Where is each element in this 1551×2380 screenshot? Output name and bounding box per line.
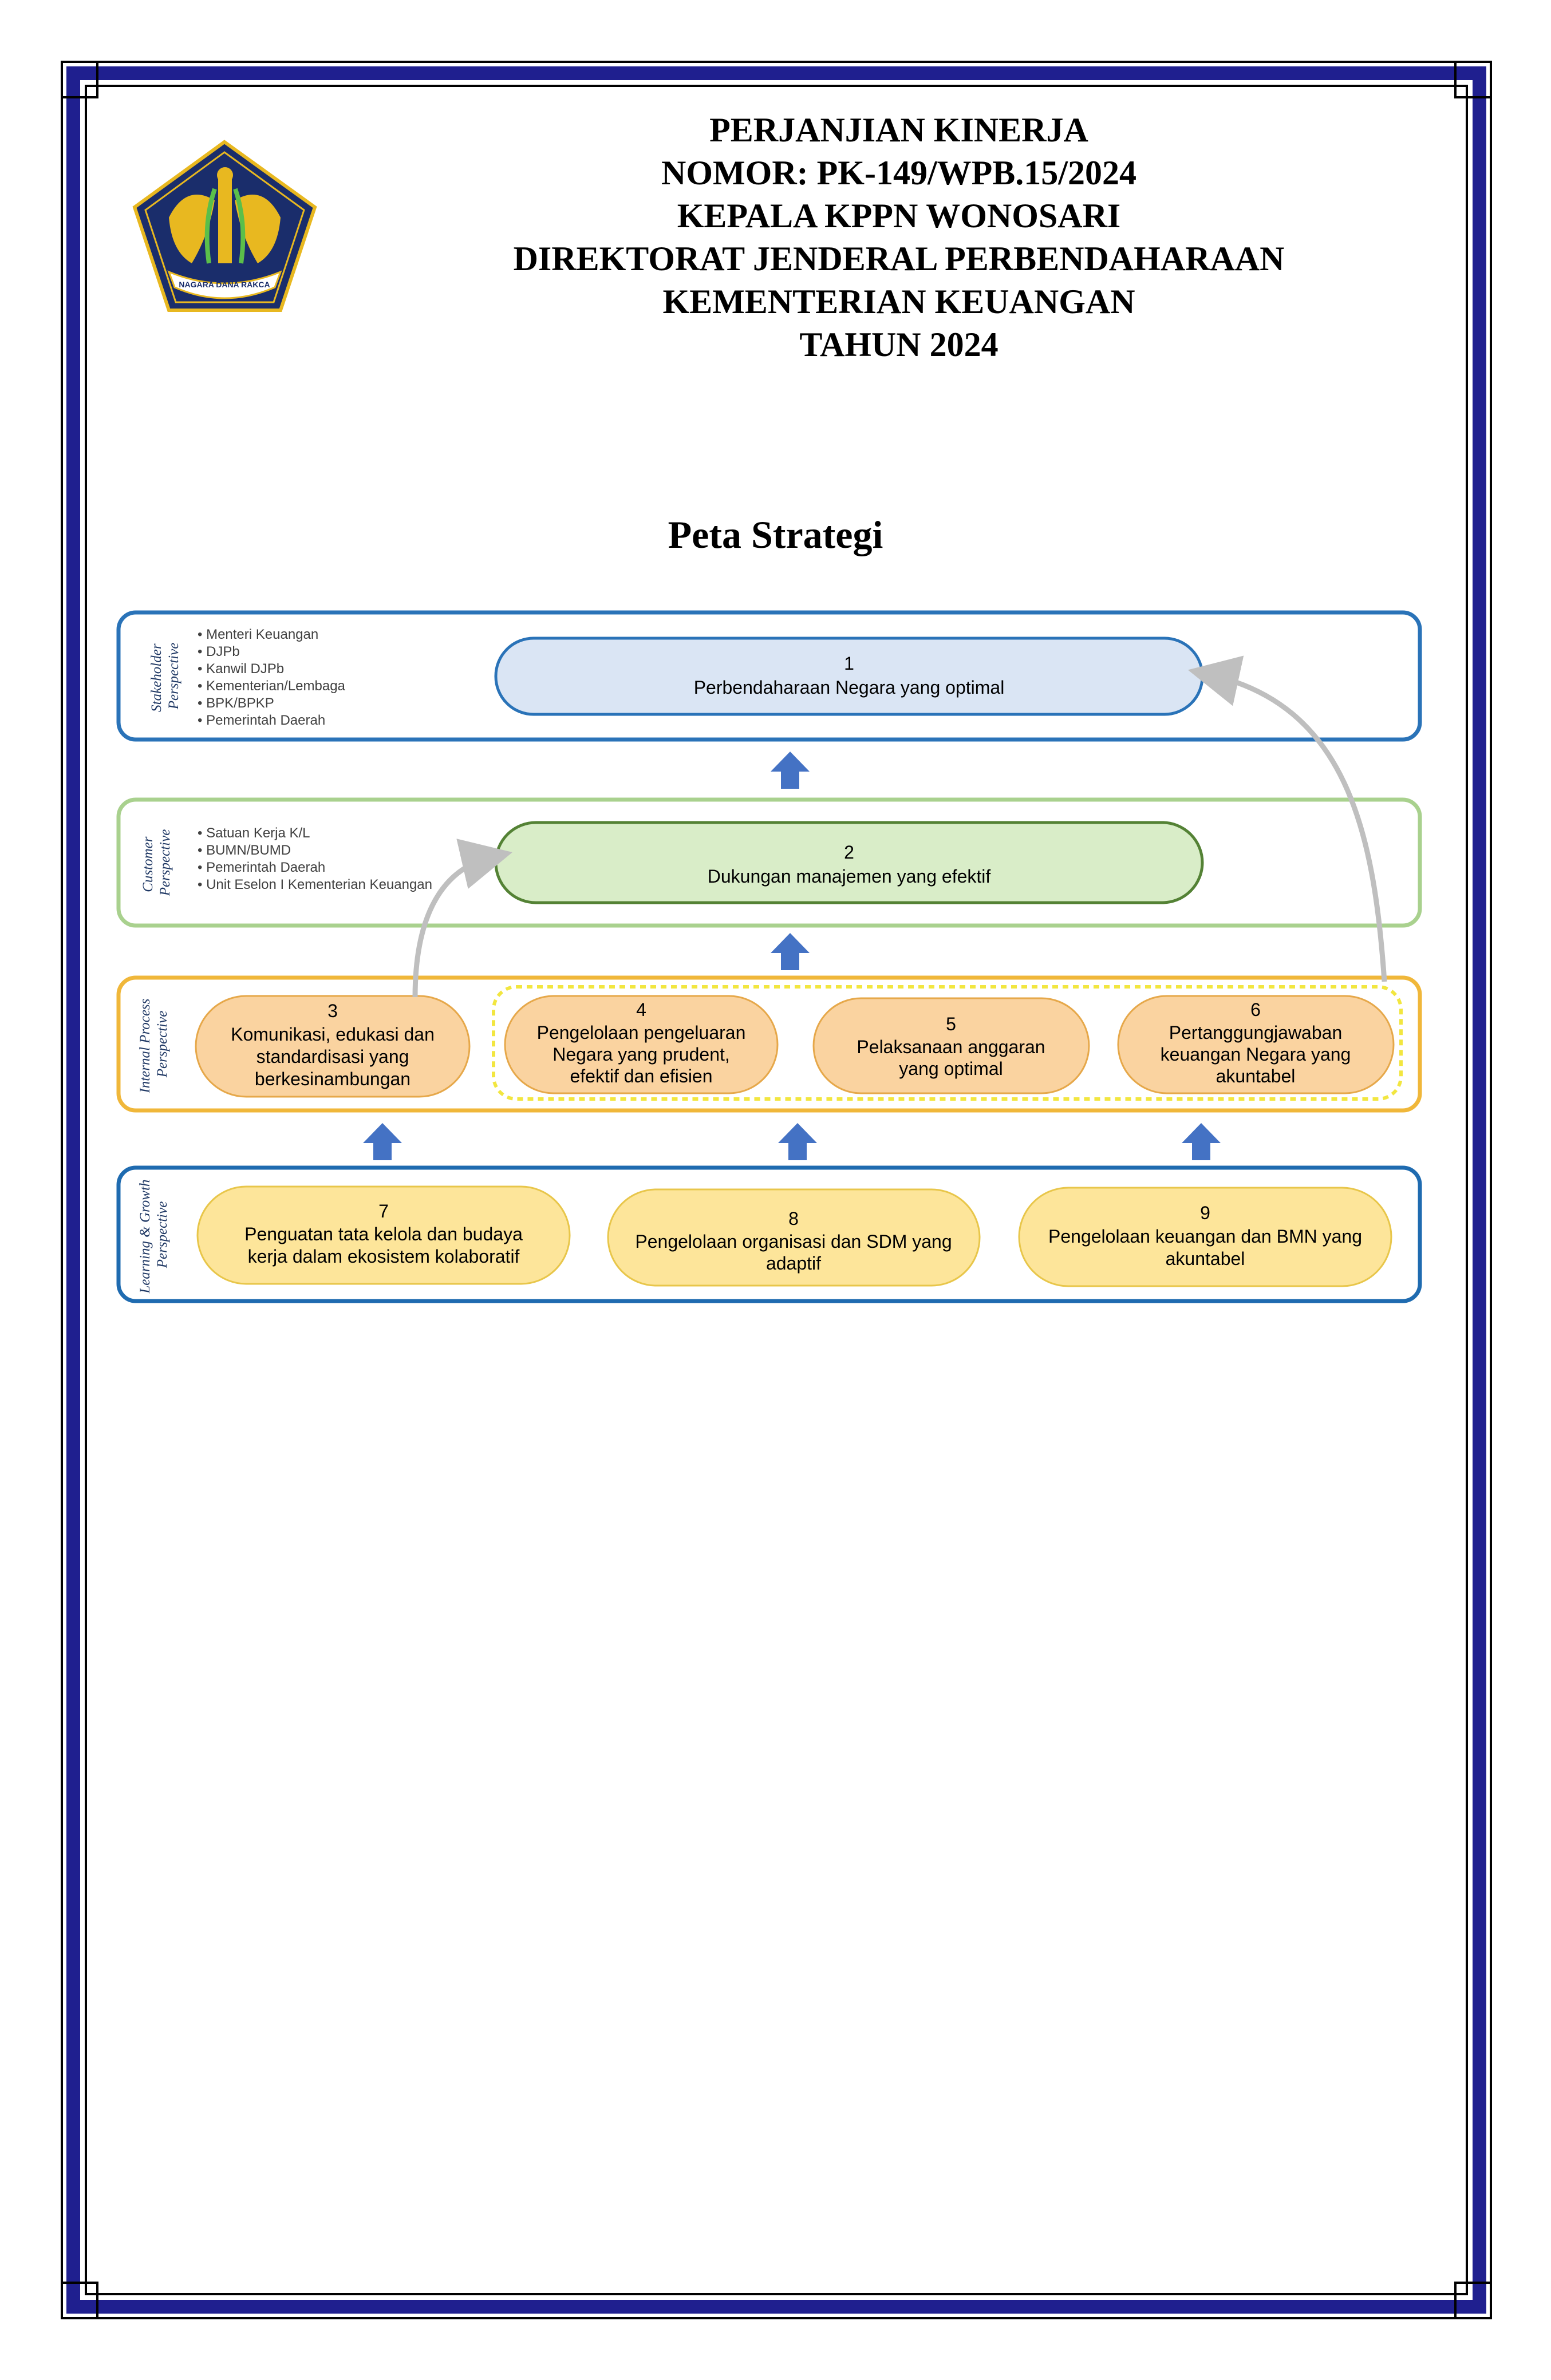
objective-4-box bbox=[504, 995, 779, 1094]
svg-text:Pengelolaan pengeluaran: Pengelolaan pengeluaran bbox=[537, 1022, 746, 1043]
perspective-label-internal-process: Internal Process Perspective bbox=[137, 995, 170, 1093]
list-item: • BPK/BPKP bbox=[198, 695, 274, 711]
curved-arrow-3-to-2 bbox=[412, 839, 513, 998]
svg-text:kerja dalam ekosistem kolabora: kerja dalam ekosistem kolaboratif bbox=[248, 1246, 520, 1267]
svg-text:efektif dan efisien: efektif dan efisien bbox=[570, 1066, 712, 1086]
svg-text:akuntabel: akuntabel bbox=[1216, 1066, 1296, 1086]
svg-text:standardisasi yang: standardisasi yang bbox=[256, 1046, 409, 1067]
objective-5-box bbox=[812, 997, 1090, 1094]
list-item: • Pemerintah Daerah bbox=[198, 860, 325, 875]
list-item: • Kementerian/Lembaga bbox=[198, 678, 346, 694]
document-header: PERJANJIAN KINERJA NOMOR: PK-149/WPB.15/… bbox=[321, 109, 1477, 366]
list-item: • Pemerintah Daerah bbox=[198, 713, 325, 728]
objective-5-text: 5 Pelaksanaan anggaran yang optimal bbox=[857, 1014, 1045, 1079]
svg-text:5: 5 bbox=[946, 1014, 956, 1034]
svg-text:1: 1 bbox=[844, 653, 854, 674]
objective-6-box bbox=[1117, 995, 1395, 1094]
svg-text:NAGARA DANA RAKCA: NAGARA DANA RAKCA bbox=[179, 280, 270, 289]
svg-text:2: 2 bbox=[844, 842, 854, 863]
objective-1-box bbox=[494, 636, 1204, 716]
list-item: • Satuan Kerja K/L bbox=[198, 825, 310, 841]
svg-text:yang optimal: yang optimal bbox=[899, 1058, 1003, 1079]
svg-text:3: 3 bbox=[327, 1001, 338, 1021]
svg-text:adaptif: adaptif bbox=[766, 1253, 821, 1274]
svg-text:Pelaksanaan anggaran: Pelaksanaan anggaran bbox=[857, 1037, 1045, 1057]
list-item: • DJPb bbox=[198, 644, 240, 659]
header-line-directorate: DIREKTORAT JENDERAL PERBENDAHARAAN bbox=[513, 240, 1285, 278]
svg-text:Penguatan tata kelola dan buda: Penguatan tata kelola dan budaya bbox=[244, 1224, 523, 1244]
svg-text:Pengelolaan keuangan dan BMN y: Pengelolaan keuangan dan BMN yang bbox=[1048, 1226, 1362, 1247]
header-line-title: PERJANJIAN KINERJA bbox=[709, 111, 1088, 149]
curved-arrow-6-to-1 bbox=[1187, 655, 1387, 982]
svg-text:Pertanggungjawaban: Pertanggungjawaban bbox=[1169, 1022, 1342, 1043]
perspective-label-customer: Customer Perspective bbox=[140, 829, 173, 897]
up-arrow-icon bbox=[771, 752, 810, 789]
objective-4-text: 4 Pengelolaan pengeluaran Negara yang pr… bbox=[537, 999, 746, 1086]
svg-text:berkesinambungan: berkesinambungan bbox=[255, 1069, 411, 1089]
list-item: • Kanwil DJPb bbox=[198, 661, 284, 677]
objective-2-text: 2 Dukungan manajemen yang efektif bbox=[708, 842, 991, 887]
objective-9-box bbox=[1018, 1187, 1392, 1287]
header-line-office: KEPALA KPPN WONOSARI bbox=[677, 197, 1121, 235]
up-arrow-icon bbox=[771, 933, 810, 970]
objective-9-text: 9 Pengelolaan keuangan dan BMN yang akun… bbox=[1048, 1203, 1362, 1269]
svg-text:keuangan Negara yang: keuangan Negara yang bbox=[1161, 1044, 1351, 1065]
objective-1-text: 1 Perbendaharaan Negara yang optimal bbox=[694, 653, 1005, 698]
objective-7-text: 7 Penguatan tata kelola dan budaya kerja… bbox=[244, 1201, 523, 1267]
svg-text:Dukungan manajemen yang efekti: Dukungan manajemen yang efektif bbox=[708, 866, 991, 887]
up-arrow-icon bbox=[778, 1123, 817, 1160]
objective-3-text: 3 Komunikasi, edukasi dan standardisasi … bbox=[231, 1001, 435, 1089]
perspective-label-stakeholder: Stakeholder Perspective bbox=[149, 640, 181, 712]
svg-text:Pengelolaan organisasi dan SDM: Pengelolaan organisasi dan SDM yang bbox=[635, 1231, 952, 1252]
objective-3-box bbox=[195, 995, 471, 1098]
customer-list: • Satuan Kerja K/L • BUMN/BUMD • Pemerin… bbox=[198, 825, 432, 892]
header-line-ministry: KEMENTERIAN KEUANGAN bbox=[662, 283, 1135, 321]
svg-text:7: 7 bbox=[378, 1201, 389, 1221]
header-line-year: TAHUN 2024 bbox=[799, 326, 999, 363]
perspective-label-learning-growth: Learning & Growth Perspective bbox=[137, 1176, 170, 1294]
kemenkeu-emblem-icon: NAGARA DANA RAKCA bbox=[132, 140, 317, 312]
list-item: • Unit Eselon I Kementerian Keuangan bbox=[198, 877, 432, 892]
up-arrow-icon bbox=[363, 1123, 402, 1160]
objective-8-text: 8 Pengelolaan organisasi dan SDM yang ad… bbox=[635, 1208, 952, 1274]
svg-text:8: 8 bbox=[788, 1208, 799, 1229]
up-arrow-icon bbox=[1182, 1123, 1221, 1160]
objective-2-box bbox=[494, 821, 1204, 904]
svg-text:Perbendaharaan Negara yang opt: Perbendaharaan Negara yang optimal bbox=[694, 677, 1005, 698]
list-item: • Menteri Keuangan bbox=[198, 627, 318, 642]
svg-text:Komunikasi, edukasi dan: Komunikasi, edukasi dan bbox=[231, 1024, 435, 1045]
svg-text:akuntabel: akuntabel bbox=[1166, 1248, 1245, 1269]
svg-text:9: 9 bbox=[1200, 1203, 1210, 1223]
strategy-map-title: Peta Strategi bbox=[668, 513, 883, 556]
svg-text:6: 6 bbox=[1250, 999, 1261, 1020]
list-item: • BUMN/BUMD bbox=[198, 843, 291, 858]
svg-text:Negara yang prudent,: Negara yang prudent, bbox=[552, 1044, 730, 1065]
svg-text:4: 4 bbox=[636, 999, 646, 1020]
header-line-number: NOMOR: PK-149/WPB.15/2024 bbox=[661, 154, 1136, 192]
objective-group-4-6-frame bbox=[492, 985, 1403, 1101]
objective-7-box bbox=[196, 1185, 571, 1285]
objective-8-box bbox=[607, 1188, 981, 1287]
stakeholder-list: • Menteri Keuangan • DJPb • Kanwil DJPb … bbox=[198, 627, 346, 728]
objective-6-text: 6 Pertanggungjawaban keuangan Negara yan… bbox=[1161, 999, 1351, 1086]
